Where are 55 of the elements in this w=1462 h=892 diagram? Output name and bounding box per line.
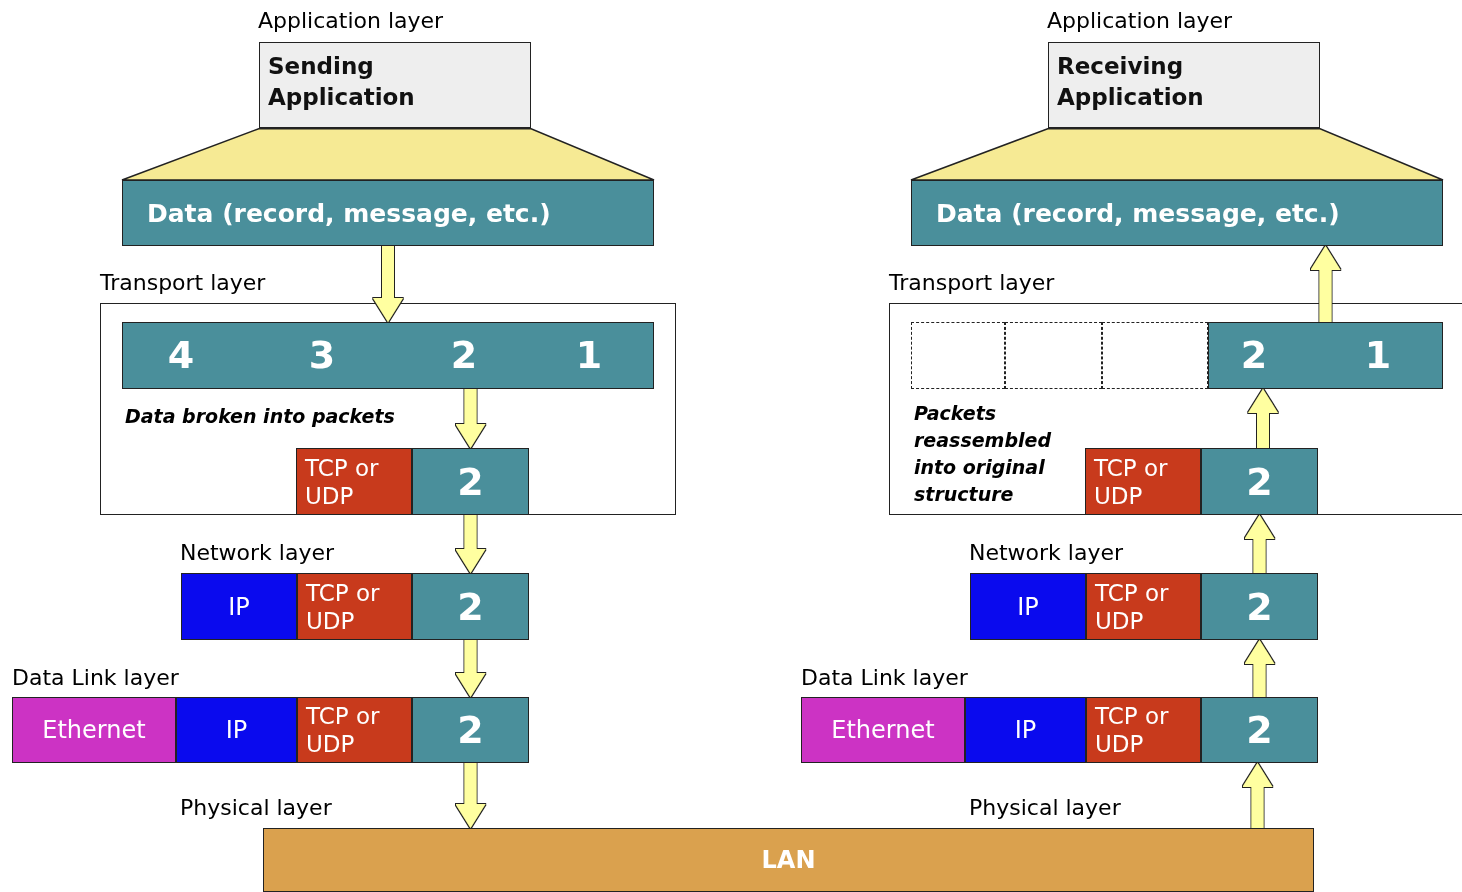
tcp-udp-header: TCP or UDP (1086, 573, 1201, 640)
empty-packet-slot (911, 322, 1005, 389)
tcp-udp-header: TCP or UDP (1086, 697, 1201, 763)
layer-heading: Transport layer (100, 269, 266, 297)
packet-number: 2 (450, 333, 478, 377)
arrow (1244, 640, 1275, 697)
tcp-udp-header: TCP or UDP (297, 697, 412, 763)
data-block: Data (record, message, etc.) (122, 180, 654, 246)
ip-header: IP (965, 697, 1086, 763)
layer-heading: Application layer (1047, 7, 1233, 35)
packet-segment: 2 (1201, 697, 1318, 763)
packet-segment: 2 (1201, 573, 1318, 640)
arrow (1248, 389, 1278, 448)
layer-label: Data Link layer (12, 664, 179, 692)
application-box: Sending Application (259, 42, 531, 128)
ethernet-header: Ethernet (12, 697, 176, 763)
layer-label: Network layer (180, 539, 335, 567)
ip-header: IP (970, 573, 1086, 640)
tcp-udp-header: TCP or UDP (1085, 448, 1201, 515)
layer-label: Network layer (969, 539, 1124, 567)
lan-bar: LAN (263, 828, 1314, 892)
arrow (455, 763, 486, 828)
packet-bar (1208, 322, 1443, 389)
data-block: Data (record, message, etc.) (911, 180, 1443, 246)
arrow (1310, 246, 1341, 322)
tcp-udp-header: TCP or UDP (297, 573, 412, 640)
arrow (455, 515, 486, 573)
caption-text: Packets reassembled into original structure (914, 401, 1053, 507)
arrow (1242, 763, 1273, 828)
packet-segment: 2 (1201, 448, 1318, 515)
ethernet-header: Ethernet (801, 697, 965, 763)
packet-number: 1 (1364, 333, 1392, 377)
caption-text: Data broken into packets (125, 404, 395, 429)
packet-segment: 2 (412, 448, 529, 515)
tcp-udp-header: TCP or UDP (296, 448, 412, 515)
arrow (455, 389, 486, 448)
packet-number: 3 (308, 333, 336, 377)
layer-label: Physical layer (180, 794, 332, 822)
packet-segment: 2 (412, 697, 529, 763)
ip-header: IP (181, 573, 297, 640)
arrow (455, 640, 486, 697)
layer-label: Data Link layer (801, 664, 968, 692)
layer-heading: Transport layer (889, 269, 1055, 297)
arrow (1244, 515, 1275, 573)
packet-number: 2 (1240, 333, 1268, 377)
packet-bar (122, 322, 654, 389)
empty-packet-slot (1005, 322, 1102, 389)
ip-header: IP (176, 697, 297, 763)
layer-label: Physical layer (969, 794, 1121, 822)
packet-segment: 2 (412, 573, 529, 640)
packet-number: 1 (575, 333, 603, 377)
packet-number: 4 (167, 333, 195, 377)
layer-heading: Application layer (258, 7, 444, 35)
arrow (373, 246, 403, 322)
application-box: Receiving Application (1048, 42, 1320, 128)
